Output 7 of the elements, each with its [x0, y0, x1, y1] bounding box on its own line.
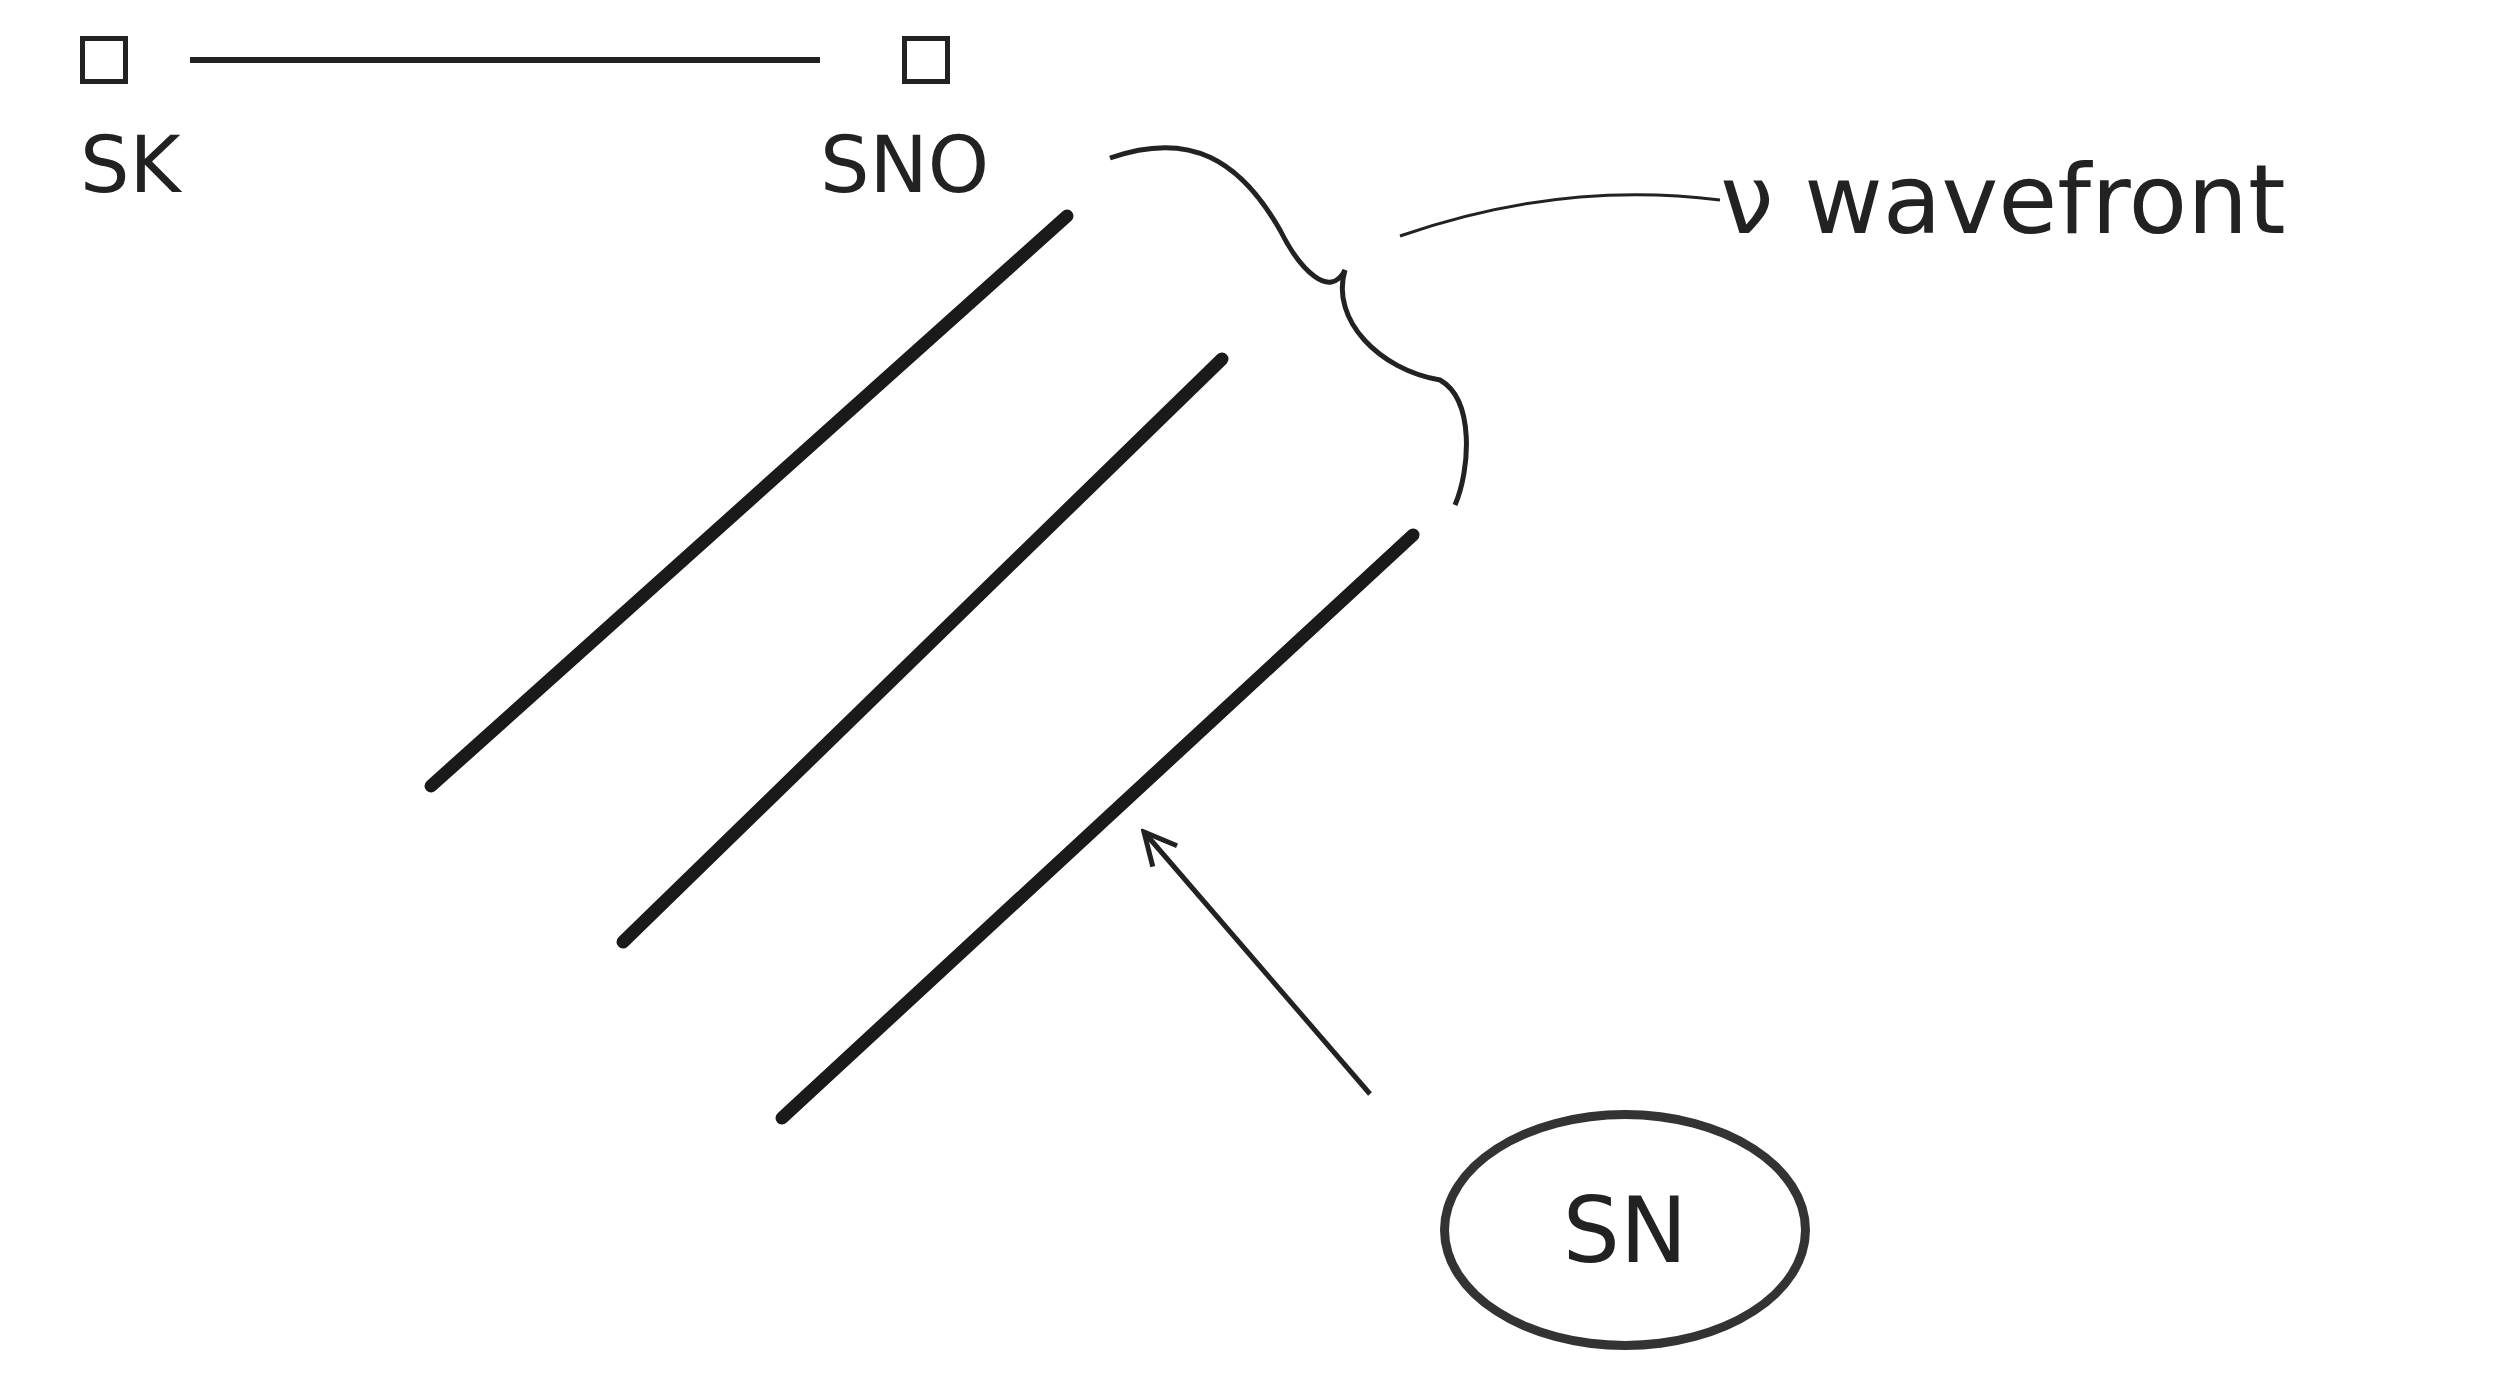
callout-label: ν wavefront — [1720, 140, 2460, 260]
leader-line — [1399, 193, 1721, 238]
supernova-ellipse: SN — [1440, 1110, 1810, 1350]
detector-label: SNO — [820, 126, 990, 204]
brace-bracket — [1109, 145, 1469, 506]
connecting-line — [190, 57, 820, 63]
detector-label: SK — [80, 126, 181, 204]
